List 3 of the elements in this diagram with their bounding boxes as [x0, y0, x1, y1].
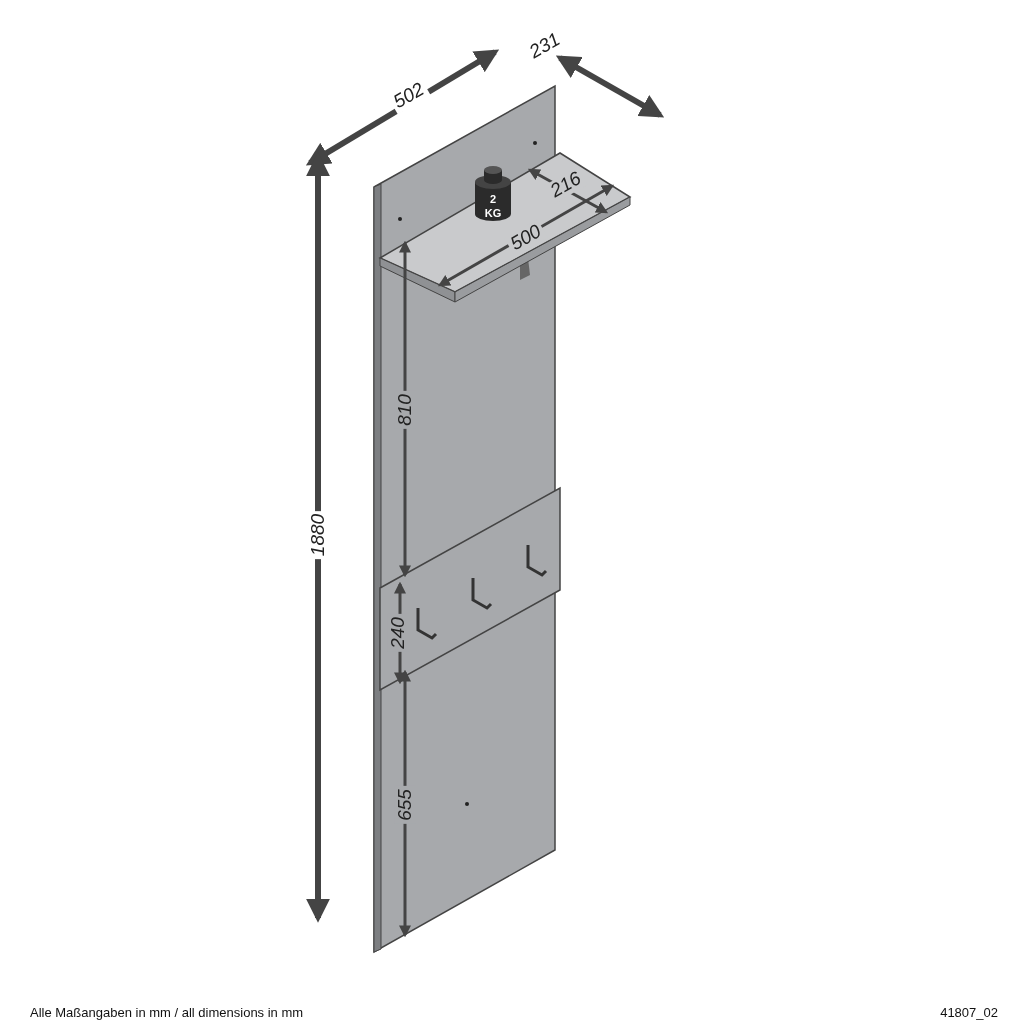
weight-label: 2 KG: [483, 191, 503, 221]
footnote: Alle Maßangaben in mm / all dimensions in mm: [30, 1005, 304, 1020]
drawing-number: 41807_02: [940, 1005, 998, 1020]
